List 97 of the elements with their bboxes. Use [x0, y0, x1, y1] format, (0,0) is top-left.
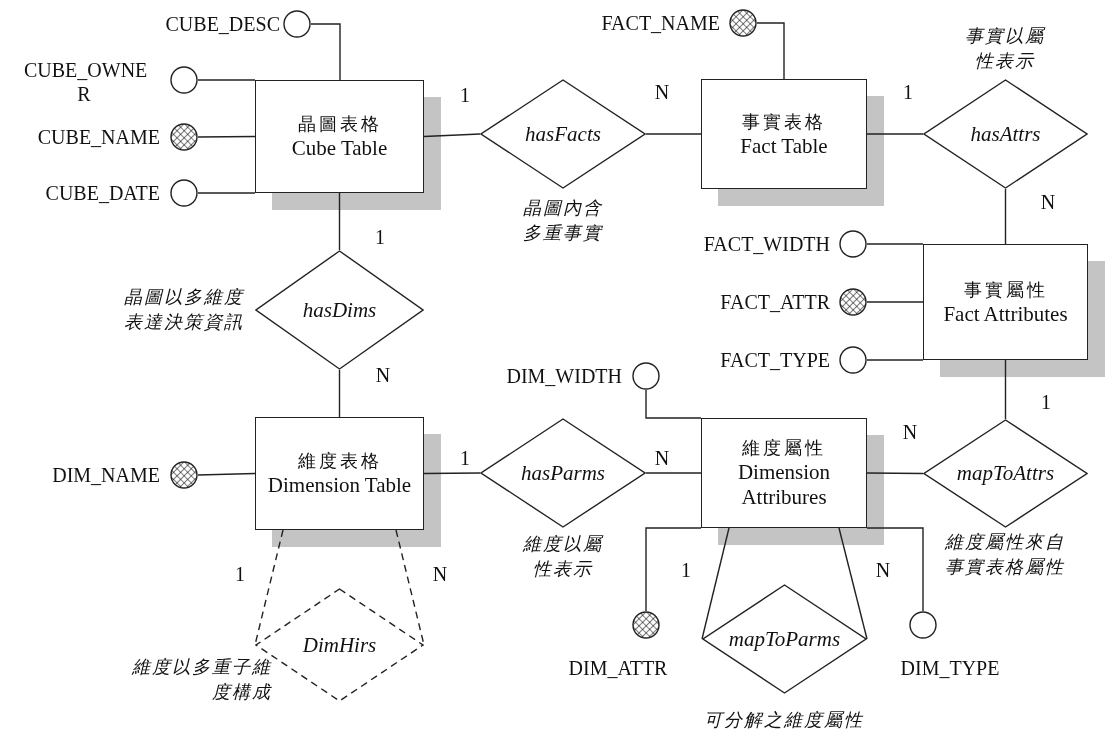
connector-line — [197, 135, 256, 138]
connector-line — [197, 192, 256, 194]
connector-line — [866, 472, 924, 475]
relationship-diamond — [255, 250, 424, 370]
relationship-diamond — [923, 419, 1088, 528]
relationship-diamond — [480, 418, 646, 528]
connector-line — [866, 243, 924, 245]
key-attribute-circle — [170, 123, 198, 151]
relationship-name: DimHirs — [302, 632, 377, 658]
key-attribute-circle — [170, 461, 198, 489]
entity-box — [701, 79, 867, 189]
entity-label: Fact Table — [740, 133, 828, 159]
attribute-name: DIM_NAME — [51, 463, 160, 487]
cardinality-label: N — [652, 448, 672, 468]
entity-box — [255, 417, 424, 530]
cardinality-label: N — [430, 564, 450, 584]
connector-line — [645, 472, 702, 474]
attribute-name: FACT_WIDTH — [702, 232, 830, 256]
cardinality-label: 1 — [901, 82, 915, 102]
cardinality-label: 1 — [458, 448, 472, 468]
connector-line — [423, 133, 481, 138]
attribute-name: FACT_TYPE — [719, 348, 830, 372]
attribute-name: FACT_NAME — [600, 11, 720, 35]
relationship-note: 維度以屬性表示 — [521, 533, 605, 581]
relationship-name: mapToAttrs — [956, 461, 1055, 486]
relationship-note: 維度屬性來自事實表格屬性 — [943, 531, 1066, 579]
connector-line — [756, 22, 785, 80]
connector-line — [866, 527, 924, 612]
connector-line — [866, 133, 924, 135]
key-attribute-circle — [839, 288, 867, 316]
attribute-name: CUBE_DATE — [44, 181, 160, 205]
cardinality-label: 1 — [679, 560, 693, 580]
entity-name: 維度表格 — [297, 450, 382, 473]
entity-label: Fact Attributes — [943, 301, 1068, 327]
key-attribute-circle — [729, 9, 757, 37]
attribute-name: DIM_TYPE — [899, 656, 1001, 680]
relationship-note: 維度以多重子維度構成 — [130, 656, 272, 704]
attribute-circle — [283, 10, 311, 38]
cardinality-label: N — [1038, 192, 1058, 212]
cardinality-label: 1 — [233, 564, 247, 584]
connector-line — [338, 192, 341, 251]
connector-line — [310, 23, 341, 81]
relationship-note: 晶圖內含多重事實 — [522, 197, 604, 245]
entity-name: 事實表格 — [742, 110, 826, 134]
relationship-note: 事實以屬性表示 — [964, 25, 1047, 73]
relationship-name: hasAttrs — [970, 121, 1041, 147]
connector-line — [1004, 188, 1007, 245]
cardinality-label: N — [373, 365, 393, 385]
key-attribute-circle — [632, 611, 660, 639]
connector-line — [701, 527, 730, 640]
relationship-name: mapToParms — [728, 626, 841, 652]
attribute-circle — [839, 346, 867, 374]
relationship-diamond — [702, 584, 867, 694]
cardinality-label: 1 — [458, 85, 472, 105]
entity-box — [701, 418, 867, 528]
entity-name: 維度屬性 — [742, 437, 826, 460]
attribute-name: DIM_ATTR — [567, 656, 669, 680]
connector-line — [1004, 359, 1007, 420]
entity-name: 晶圖表格 — [297, 113, 382, 136]
relationship-note: 晶圖以多維度表達決策資訊 — [123, 286, 244, 334]
connector-line — [423, 472, 481, 475]
attribute-circle — [170, 179, 198, 207]
attribute-circle — [839, 230, 867, 258]
attribute-name: DIM_WIDTH — [505, 364, 622, 388]
attribute-circle — [170, 66, 198, 94]
connector-line — [645, 133, 702, 135]
relationship-name: hasDims — [302, 297, 377, 323]
cardinality-label: N — [652, 82, 672, 102]
connector-line — [645, 389, 702, 419]
entity-label: Cube Table — [291, 136, 388, 161]
relationship-note: 可分解之維度屬性 — [703, 709, 865, 732]
entity-label: Dimension Table — [267, 473, 412, 498]
connector-line — [838, 527, 868, 640]
entity-box — [923, 244, 1088, 360]
entity-name: 事實屬性 — [963, 278, 1048, 302]
entity-label: Dimension Attribures — [736, 460, 832, 510]
relationship-diamond — [480, 79, 646, 189]
attribute-name: CUBE_NAME — [36, 125, 160, 149]
connector-line — [866, 359, 924, 361]
connector-line — [197, 79, 256, 81]
cardinality-label: N — [900, 422, 920, 442]
relationship-name: hasParms — [521, 460, 605, 486]
attribute-circle — [632, 362, 660, 390]
connector-line — [338, 369, 341, 418]
attribute-circle — [909, 611, 937, 639]
relationship-name: hasFacts — [525, 121, 601, 147]
relationship-diamond — [923, 79, 1088, 189]
attribute-name: CUBE_DESC — [164, 12, 280, 36]
cardinality-label: 1 — [1039, 392, 1053, 412]
attribute-name: CUBE_OWNE R — [24, 58, 144, 106]
connector-line — [866, 301, 924, 303]
connector-line — [645, 527, 702, 612]
entity-box — [255, 80, 424, 193]
attribute-name: FACT_ATTR — [719, 290, 830, 314]
cardinality-label: N — [873, 560, 893, 580]
cardinality-label: 1 — [373, 227, 387, 247]
connector-line — [197, 472, 256, 476]
